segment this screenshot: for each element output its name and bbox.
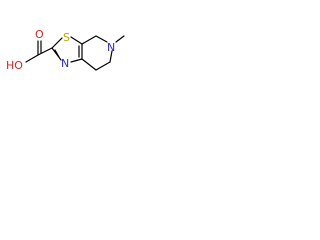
bond-n3-c2-double [54,49,60,58]
atom-labels: S N N HO O [6,28,115,72]
bond-c-c2 [37,47,53,56]
bond-c4-c3a [81,58,97,71]
bond-n5-c6 [109,50,113,63]
bonds [25,35,125,71]
bond-c2-s [51,37,63,49]
bond-c-oh [25,54,39,63]
bond-n3-c2 [51,47,62,61]
bond-c7-n5 [95,35,108,43]
bond-n5-methyl [115,35,125,43]
bond-s-c7a [70,36,83,45]
carbonyl-oxygen-label: O [35,28,44,41]
thiazole-nitrogen-label: N [61,57,69,70]
bond-c6-c4 [95,61,111,71]
sulfur-label: S [63,31,70,44]
chemical-structure-diagram: S N N HO O [6,28,125,72]
carboxyl-hydroxyl-label: HO [6,59,23,72]
bond-c7a-c7 [81,35,97,45]
ring-nitrogen-label: N [107,41,115,54]
bond-c3a-n3 [70,58,83,63]
